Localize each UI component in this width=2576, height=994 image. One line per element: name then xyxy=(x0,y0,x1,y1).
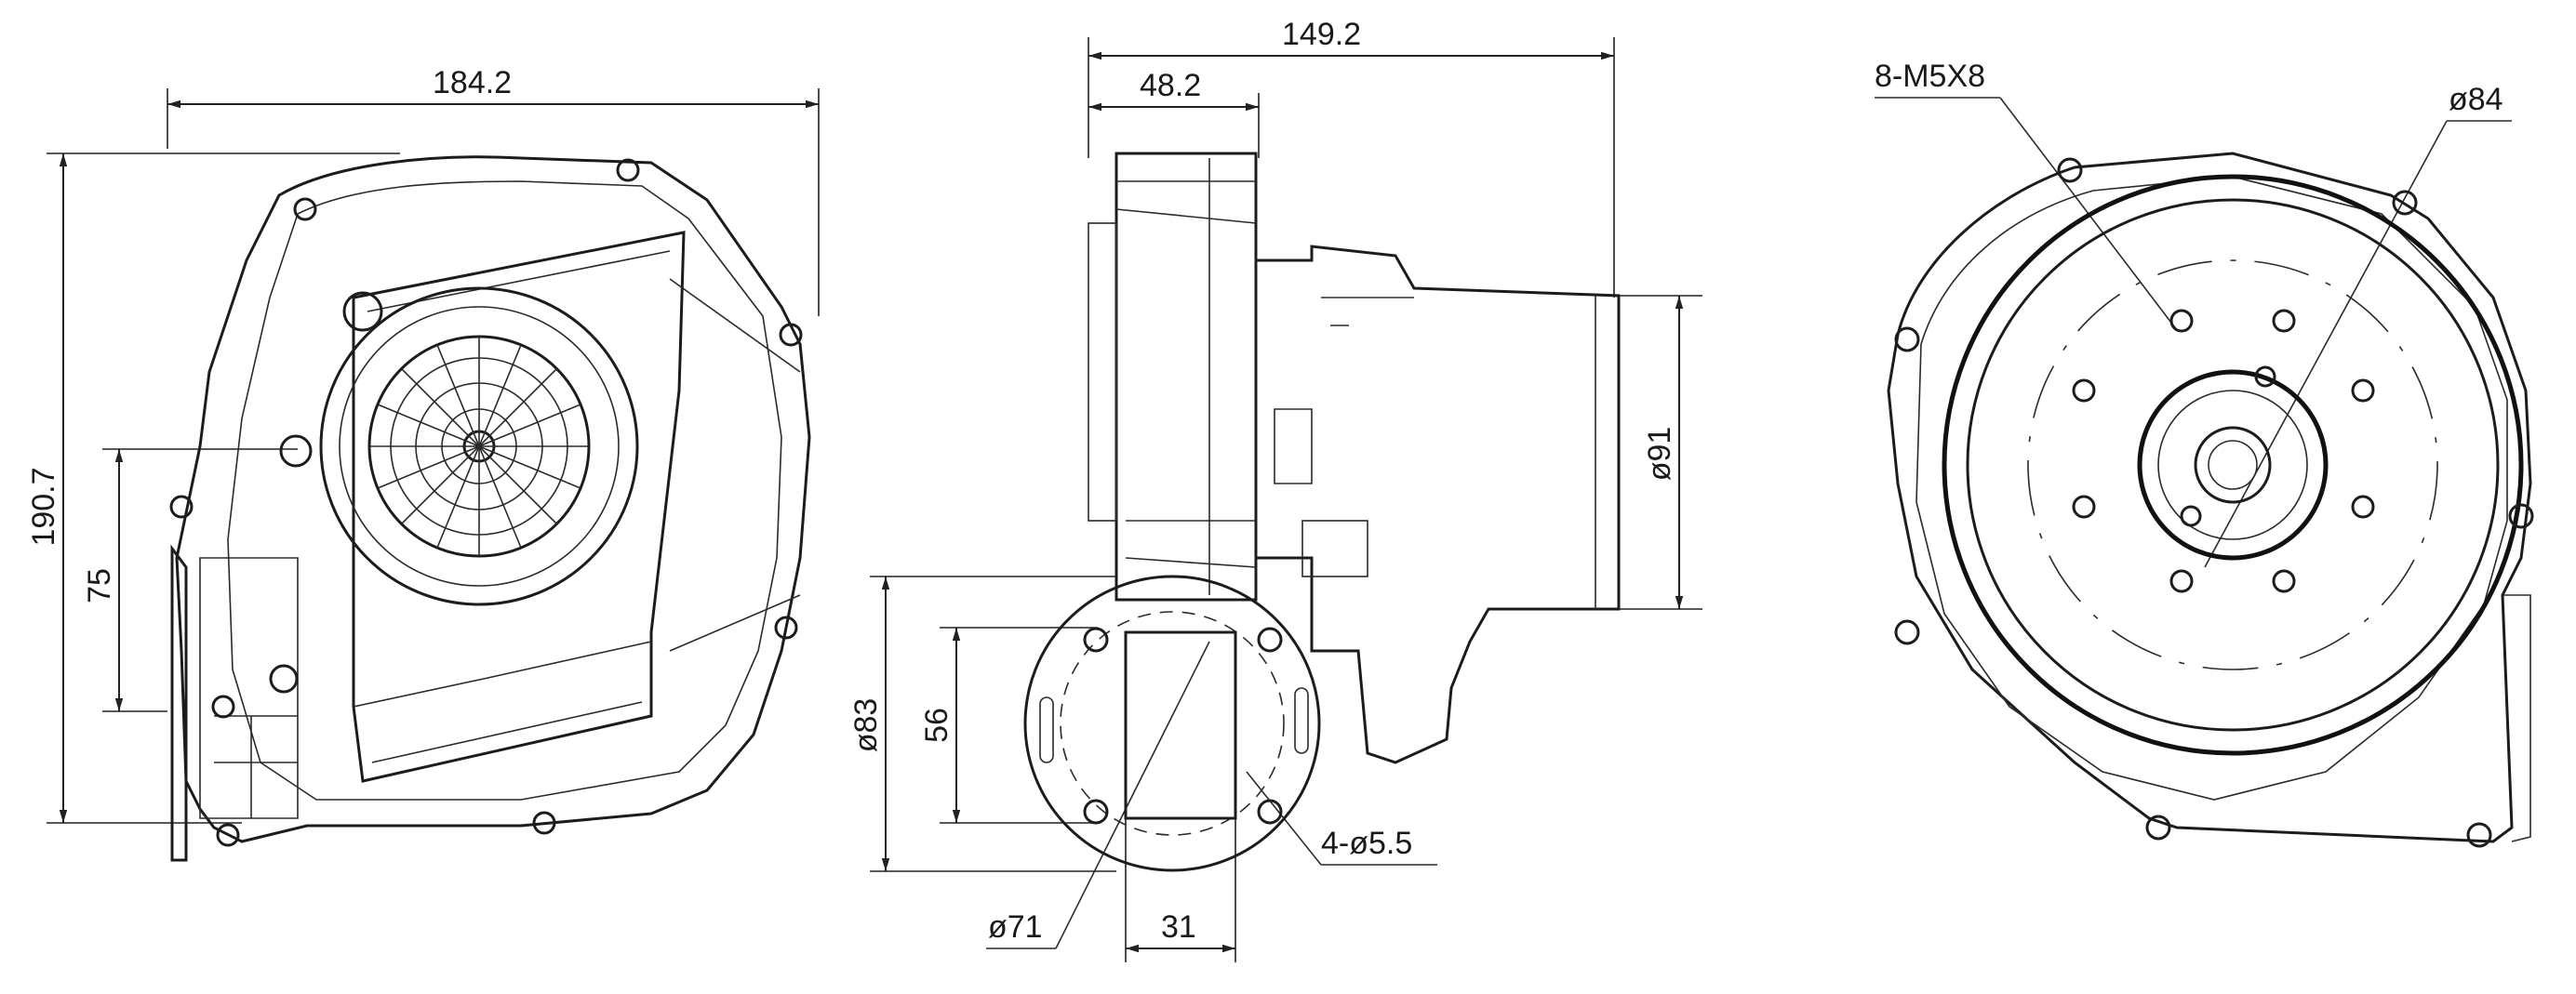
rear-housing-outline xyxy=(1887,152,2532,843)
mounting-holes-leader: 4-ø5.5 xyxy=(1246,771,1437,866)
screw-spec-label: 8-M5X8 xyxy=(1875,59,1985,94)
flange-diameter-dimension: ø83 xyxy=(848,576,1116,872)
bolt-circle-label: ø84 xyxy=(2449,82,2503,117)
offset-dimension: 75 xyxy=(82,448,298,712)
bolt-circle-leader: ø84 xyxy=(2204,82,2512,568)
outlet-width-dimension: 31 xyxy=(1125,818,1236,962)
front-impeller-housing xyxy=(319,286,639,606)
rear-view: 8-M5X8 ø84 xyxy=(1875,59,2534,848)
front-housing-outline xyxy=(175,155,811,843)
overall-length-label: 149.2 xyxy=(1282,17,1361,52)
front-outlet xyxy=(352,231,686,783)
width-dimension: 184.2 xyxy=(167,65,820,316)
housing-depth-dimension: 48.2 xyxy=(1088,68,1260,158)
rear-outer-ring xyxy=(1942,174,2524,756)
height-dimension: 190.7 xyxy=(26,152,400,824)
overall-length-dimension: 149.2 xyxy=(1088,17,1615,298)
hole-spacing-label: 56 xyxy=(919,708,954,743)
outlet-diameter-label: ø71 xyxy=(988,909,1043,945)
front-view: 184.2 190.7 75 xyxy=(26,65,820,862)
rear-hub-gear xyxy=(2137,369,2329,561)
height-dim-label: 190.7 xyxy=(26,467,61,546)
width-dim-label: 184.2 xyxy=(433,65,512,100)
side-flange xyxy=(1023,575,1321,872)
offset-dim-label: 75 xyxy=(82,568,117,603)
hole-spacing-dimension: 56 xyxy=(919,627,1098,824)
mounting-holes-label: 4-ø5.5 xyxy=(1321,826,1412,861)
outlet-diameter-leader: ø71 xyxy=(986,641,1210,949)
front-screws xyxy=(169,158,803,847)
side-motor xyxy=(1254,245,1621,764)
rear-corner-screws xyxy=(1894,157,2534,848)
motor-diameter-label: ø91 xyxy=(1642,427,1677,482)
screw-spec-leader: 8-M5X8 xyxy=(1875,59,2178,331)
flange-diameter-label: ø83 xyxy=(848,698,884,753)
rear-shaft xyxy=(2194,426,2272,504)
motor-diameter-dimension: ø91 xyxy=(1619,295,1702,610)
rear-bolt-holes xyxy=(2072,309,2375,593)
outlet-width-label: 31 xyxy=(1161,909,1196,945)
side-view: 149.2 48.2 ø91 ø83 56 xyxy=(848,17,1702,962)
housing-depth-label: 48.2 xyxy=(1140,68,1201,103)
front-mount-flange xyxy=(170,544,188,862)
